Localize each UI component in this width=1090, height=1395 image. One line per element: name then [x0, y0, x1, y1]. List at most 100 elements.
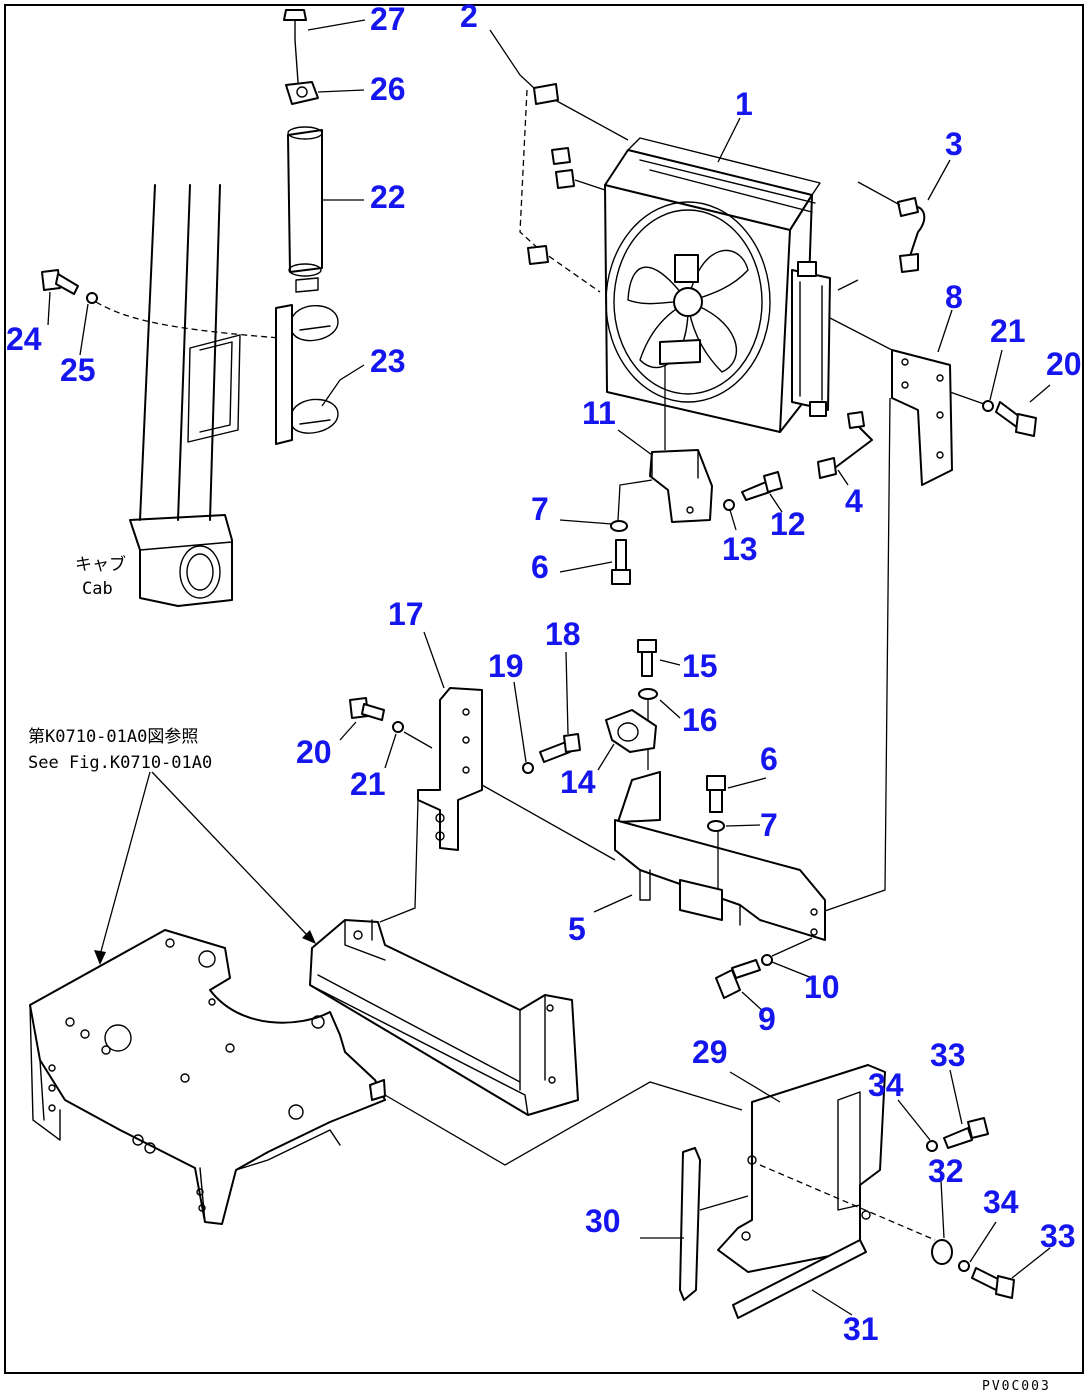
callout-6-lower: 6 — [760, 741, 778, 777]
part-5-bracket — [614, 771, 826, 941]
drawing-frame — [4, 4, 1084, 1374]
callout-23: 23 — [370, 343, 406, 379]
leader-3-to-1 — [837, 279, 859, 291]
callout-8: 8 — [945, 279, 963, 315]
part-30-seal — [679, 1147, 701, 1301]
callout-33-upper: 33 — [930, 1037, 966, 1073]
part-20-bolt-left — [349, 697, 385, 721]
part-7-washer-lower — [707, 820, 725, 832]
reference-note-jp: 第K0710-01A0図参照 — [28, 727, 198, 747]
part-27-bolt — [283, 9, 307, 41]
callout-leaders — [47, 19, 1051, 1316]
part-10-washer — [761, 954, 773, 966]
part-34-washer-lower — [958, 1260, 970, 1272]
part-9-bolt — [715, 959, 761, 999]
part-26-clamp — [285, 39, 319, 105]
part-18-bolt — [539, 733, 581, 763]
part-33-bolt-lower — [971, 1267, 1015, 1299]
callout-24: 24 — [6, 321, 42, 357]
part-2-cushion — [527, 83, 575, 265]
callout-labels: 1 2 3 4 5 6 6 7 7 8 9 10 11 12 13 14 15 … — [6, 0, 1082, 1347]
callout-7-upper: 7 — [531, 491, 549, 527]
callout-26: 26 — [370, 71, 406, 107]
callout-32: 32 — [928, 1153, 964, 1189]
part-6-bolt-upper — [611, 539, 631, 585]
cab-pillar — [129, 184, 241, 607]
part-23-bracket — [275, 304, 339, 445]
callout-31: 31 — [843, 1311, 879, 1347]
frame-rail — [309, 919, 579, 1116]
leader-17-to-frame — [379, 799, 419, 923]
callout-22: 22 — [370, 179, 406, 215]
callout-16: 16 — [682, 702, 718, 738]
callout-7-lower: 7 — [760, 807, 778, 843]
callout-34-lower: 34 — [983, 1184, 1019, 1220]
callout-25: 25 — [60, 352, 96, 388]
callout-21-upper: 21 — [990, 313, 1026, 349]
leader-frame-to-29 — [384, 1081, 743, 1166]
callout-11: 11 — [582, 395, 616, 431]
callout-29: 29 — [692, 1034, 728, 1070]
part-32-washer — [931, 1239, 953, 1265]
callout-19: 19 — [488, 648, 524, 684]
callout-5: 5 — [568, 911, 586, 947]
callout-30: 30 — [585, 1203, 621, 1239]
drawing-code: PV0C003 — [982, 1379, 1051, 1394]
assembly-line-24-23 — [95, 301, 281, 339]
callout-20-upper: 20 — [1046, 346, 1082, 382]
part-24-bolt — [41, 269, 79, 295]
callout-12: 12 — [770, 506, 806, 542]
floor-frame — [29, 929, 386, 1225]
leader-2-to-1 — [554, 99, 629, 141]
part-33-bolt-upper — [943, 1117, 989, 1149]
callout-2: 2 — [460, 0, 478, 34]
part-3-hose — [897, 197, 926, 273]
leader-8-to-5 — [821, 397, 891, 913]
callout-6-upper: 6 — [531, 549, 549, 585]
leader-21-upper — [949, 391, 985, 405]
callout-15: 15 — [682, 648, 718, 684]
assembly-line-29-32 — [759, 1164, 936, 1241]
cab-label-jp: キャブ — [75, 554, 126, 575]
assembly-line-2 — [519, 89, 601, 293]
callout-33-lower: 33 — [1040, 1218, 1076, 1254]
leader-condenser-bolt — [574, 179, 606, 191]
callout-20-left: 20 — [296, 734, 332, 770]
callout-14: 14 — [560, 764, 596, 800]
part-19-washer — [522, 762, 534, 774]
leader-3 — [857, 181, 901, 206]
part-14-clamp — [605, 709, 657, 753]
leader-11-to-7 — [617, 479, 653, 521]
part-21-washer-upper — [982, 400, 994, 412]
cab-label-en: Cab — [82, 579, 113, 599]
part-25-washer — [86, 292, 98, 304]
part-12-bolt — [741, 471, 783, 501]
leader-10-to-5 — [771, 937, 813, 957]
part-21-washer-left — [392, 721, 404, 733]
part-11-bracket — [649, 449, 713, 523]
part-17-bracket — [417, 687, 483, 851]
part-7-washer-upper — [610, 520, 628, 532]
callout-3: 3 — [945, 126, 963, 162]
part-15-bolt — [637, 639, 657, 677]
part-1-condenser — [604, 137, 831, 433]
leader-17-to-5 — [481, 784, 616, 861]
part-6-bolt-lower — [706, 775, 726, 813]
part-16-washer — [638, 688, 658, 700]
part-13-washer — [723, 499, 735, 511]
callout-17: 17 — [388, 596, 424, 632]
part-22-receiver-drier — [287, 126, 323, 293]
callout-18: 18 — [545, 616, 581, 652]
callout-10: 10 — [804, 969, 840, 1005]
callout-4: 4 — [845, 483, 863, 519]
part-34-washer-upper — [926, 1140, 938, 1152]
part-8-bracket — [891, 349, 953, 486]
part-20-bolt-upper — [995, 401, 1037, 437]
reference-arrows — [94, 771, 316, 965]
part-4-hose — [817, 411, 873, 479]
callout-9: 9 — [758, 1001, 776, 1037]
callout-1: 1 — [735, 86, 753, 122]
callout-27: 27 — [370, 1, 406, 37]
leader-30 — [699, 1195, 749, 1211]
